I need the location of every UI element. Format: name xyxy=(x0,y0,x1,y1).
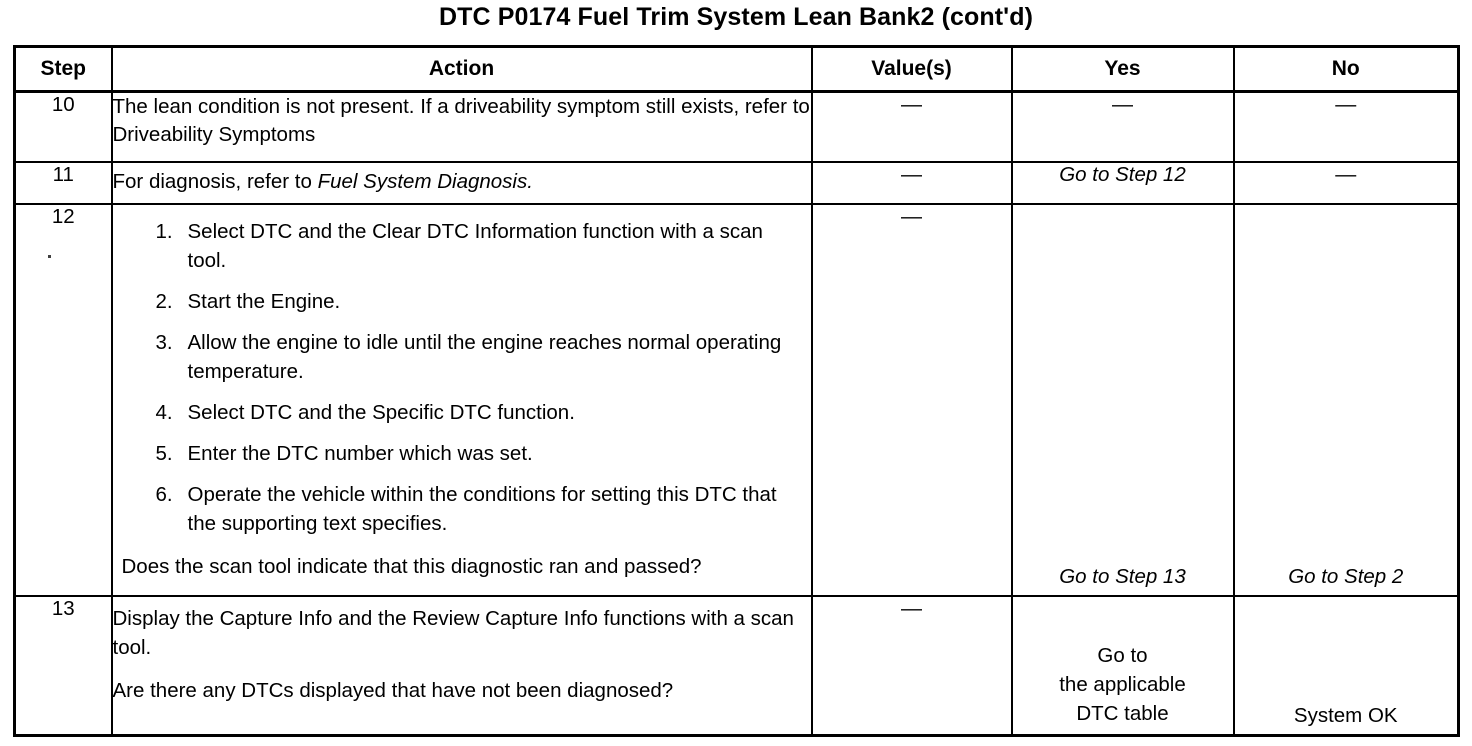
table-row: 10 The lean condition is not present. If… xyxy=(13,90,1460,163)
column-header-action: Action xyxy=(110,45,813,93)
scan-artifact-speck xyxy=(48,255,51,258)
list-item-number: 6. xyxy=(155,483,173,507)
list-item: 4. Select DTC and the Specific DTC funct… xyxy=(122,398,803,427)
list-item-number: 4. xyxy=(155,401,173,425)
step-action-13: Display the Capture Info and the Review … xyxy=(110,594,813,737)
table-row: 11 For diagnosis, refer to Fuel System D… xyxy=(13,160,1460,205)
yes-goto-11: Go to Step 12 xyxy=(1059,162,1186,186)
step-number-13: 13 xyxy=(13,594,113,737)
value-dash-12: — xyxy=(901,204,922,228)
list-item: 3. Allow the engine to idle until the en… xyxy=(122,328,803,386)
table-row: 12 1. Select DTC and the Clear DTC Infor… xyxy=(13,202,1460,597)
list-item-number: 5. xyxy=(155,442,173,466)
step-number-12: 12 xyxy=(13,202,113,597)
step-action-11-plain: For diagnosis, refer to xyxy=(112,169,318,193)
list-item-label: Enter the DTC number which was set. xyxy=(187,442,533,466)
list-item: 2. Start the Engine. xyxy=(122,287,803,316)
yes-goto-13-line1: Go to xyxy=(1097,643,1148,667)
step-number-11: 11 xyxy=(13,160,113,205)
diagnostic-table: Step Action Value(s) Yes No 10 The lean … xyxy=(13,45,1460,737)
table-row: 13 Display the Capture Info and the Revi… xyxy=(13,594,1460,737)
column-header-step: Step xyxy=(13,45,113,93)
list-item-label: Operate the vehicle within the condition… xyxy=(187,483,777,536)
list-item-label: Select DTC and the Clear DTC Information… xyxy=(187,219,763,272)
list-item-number: 3. xyxy=(155,330,173,354)
yes-goto-12: Go to Step 13 xyxy=(1059,564,1186,588)
step-action-10: The lean condition is not present. If a … xyxy=(110,90,813,163)
no-result-13: System OK xyxy=(1293,704,1398,727)
list-item: 5. Enter the DTC number which was set. xyxy=(122,439,803,468)
yes-goto-13: Go to the applicable DTC table xyxy=(1013,641,1233,728)
step-number-10: 10 xyxy=(13,90,113,163)
step-12-procedure-list: 1. Select DTC and the Clear DTC Informat… xyxy=(122,217,803,539)
value-dash-13: — xyxy=(901,596,922,620)
list-item: 6. Operate the vehicle within the condit… xyxy=(122,480,803,538)
value-dash-10: — xyxy=(901,93,922,116)
no-dash-10: — xyxy=(1335,93,1357,116)
column-header-yes: Yes xyxy=(1010,45,1235,93)
step-action-11-reference: Fuel System Diagnosis. xyxy=(317,169,533,193)
step-12-question: Does the scan tool indicate that this di… xyxy=(121,555,702,579)
column-header-no: No xyxy=(1232,45,1460,93)
list-item: 1. Select DTC and the Clear DTC Informat… xyxy=(122,217,803,275)
step-action-12: 1. Select DTC and the Clear DTC Informat… xyxy=(110,202,813,597)
step-action-11: For diagnosis, refer to Fuel System Diag… xyxy=(110,160,813,205)
list-item-label: Allow the engine to idle until the engin… xyxy=(187,330,782,383)
step-13-instruction: Display the Capture Info and the Review … xyxy=(112,606,794,660)
step-13-question: Are there any DTCs displayed that have n… xyxy=(112,678,674,702)
list-item-number: 1. xyxy=(155,219,173,243)
table-header-row: Step Action Value(s) Yes No xyxy=(13,45,1460,93)
list-item-label: Select DTC and the Specific DTC function… xyxy=(187,401,575,425)
yes-goto-13-line3: DTC table xyxy=(1076,701,1169,725)
yes-goto-13-line2: the applicable xyxy=(1059,672,1186,696)
column-header-value: Value(s) xyxy=(810,45,1013,93)
value-dash-11: — xyxy=(901,162,922,186)
no-dash-11: — xyxy=(1335,162,1357,186)
list-item-number: 2. xyxy=(155,289,173,313)
list-item-label: Start the Engine. xyxy=(187,289,341,313)
yes-dash-10: — xyxy=(1112,93,1133,116)
page-title: DTC P0174 Fuel Trim System Lean Bank2 (c… xyxy=(438,3,1034,31)
no-goto-12: Go to Step 2 xyxy=(1288,564,1404,588)
